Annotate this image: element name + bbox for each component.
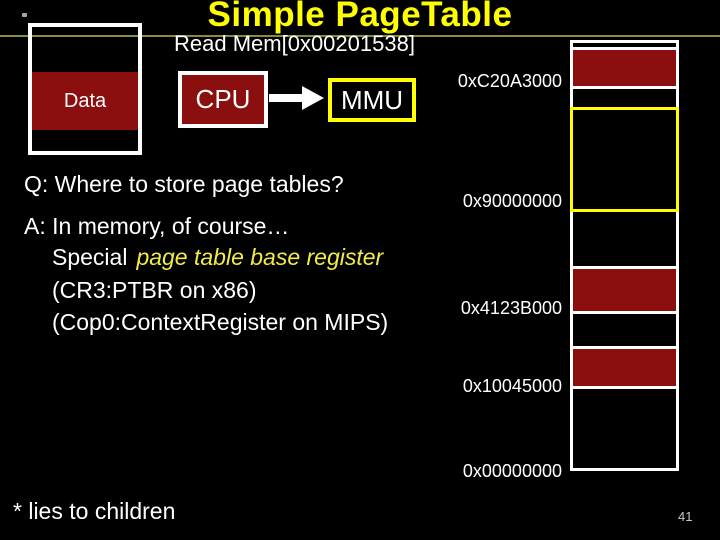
memory-column-frame <box>570 40 679 471</box>
special-prefix: Special <box>52 244 128 270</box>
mips-register-line: (Cop0:ContextRegister on MIPS) <box>52 309 389 335</box>
footnote: * lies to children <box>13 498 176 524</box>
address-label-c20a3000: 0xC20A3000 <box>457 71 562 91</box>
address-label-4123b000: 0x4123B000 <box>460 298 562 318</box>
page-table-base-register-highlight: page table base register <box>136 244 384 270</box>
answer-line: A: In memory, of course… <box>24 213 290 239</box>
stray-mark <box>22 13 27 17</box>
slide-title: Simple PageTable <box>207 0 513 34</box>
x86-register-line: (CR3:PTBR on x86) <box>52 277 257 303</box>
data-memory-box: Data <box>28 23 142 155</box>
address-label-00000000: 0x00000000 <box>462 461 562 481</box>
data-page-block: Data <box>32 72 138 130</box>
page-number: 41 <box>678 509 693 524</box>
address-label-10045000: 0x10045000 <box>462 376 562 396</box>
cpu-to-mmu-arrow-icon <box>269 86 324 110</box>
read-mem-annotation: Read Mem[0x00201538] <box>174 31 415 56</box>
cpu-label: CPU <box>195 84 251 114</box>
physical-memory-column <box>570 40 679 471</box>
mmu-label: MMU <box>340 84 404 115</box>
data-page-label: Data <box>63 89 107 112</box>
title-underline-rule <box>0 35 720 37</box>
question-line: Q: Where to store page tables? <box>24 171 344 197</box>
memory-block-red-3 <box>573 346 676 389</box>
memory-highlight-box <box>570 107 679 212</box>
mmu-box: MMU <box>328 78 416 122</box>
special-register-line: Special page table base register <box>52 244 383 270</box>
address-label-90000000: 0x90000000 <box>462 191 562 211</box>
cpu-box: CPU <box>178 71 268 128</box>
memory-block-red-2 <box>573 266 676 314</box>
memory-block-red-1 <box>573 47 676 89</box>
